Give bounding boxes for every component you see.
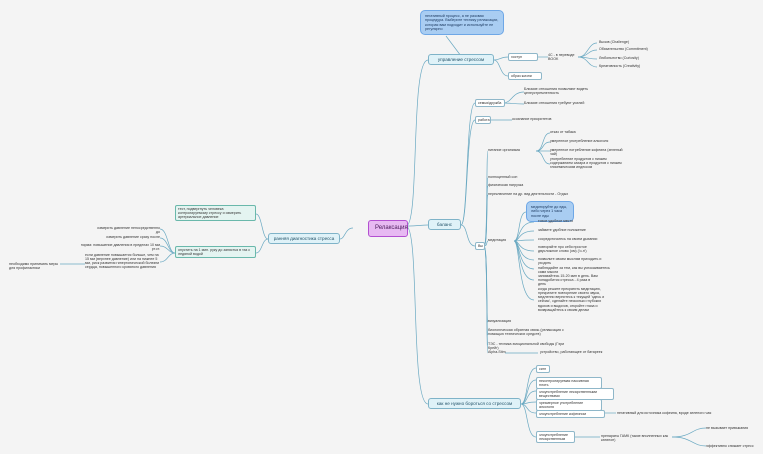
meditation-item-word: повторяйте про себя простое двусложное с… xyxy=(538,245,587,254)
lifestyle-node[interactable]: образ жизни xyxy=(508,72,542,81)
meditation-item-finish: когда решите прекратить медитацию, прекр… xyxy=(538,287,605,312)
hardiness-item-challenge: Вызов (Challenge) xyxy=(599,40,630,44)
pressure-item-before: измерить давление непосредственно до xyxy=(97,226,160,235)
work-item: осознание приоритетов xyxy=(512,117,552,121)
sleep-node[interactable]: полноценный сон xyxy=(488,175,518,179)
caffeine-note: негативный для источника кофеина, вроде … xyxy=(617,411,712,415)
meditation-node[interactable]: медитация xyxy=(488,238,507,242)
branch-stress-management[interactable]: управление стрессом xyxy=(428,54,494,66)
hardiness-item-commitment: Обязательство (Commitment) xyxy=(599,47,648,51)
meditation-item-observe: наблюдайте за тем, как вы успокаиваетесь… xyxy=(538,266,610,275)
branch-wrong-coping[interactable]: как не нужно бороться со стрессом xyxy=(428,398,521,410)
central-topic[interactable]: Релаксация xyxy=(368,220,408,237)
pressure-item-after: измерить давление сразу после xyxy=(106,235,160,239)
wrong-item-5[interactable]: злоупотребление кофеином xyxy=(536,410,605,419)
alpha-stim-item: устройство, работающее от батареек xyxy=(540,350,603,354)
hardiness-acronym: 4C - в переводе BOOK xyxy=(548,53,575,62)
branch-early-diagnosis[interactable]: ранняя диагностика стресса xyxy=(268,233,340,245)
visualization-node[interactable]: визуализация xyxy=(488,319,512,323)
family-item-1: Близкие отношения позволяют видеть целеу… xyxy=(524,87,589,96)
biofeedback-node[interactable]: биологическая обратная связь (релаксация… xyxy=(488,328,564,337)
switch-activity-node[interactable]: переключение на др. вид деятельности - О… xyxy=(488,192,569,196)
pressure-item-norm: норма: повышение давления в пределах 10 … xyxy=(80,243,160,252)
meditation-item-thoughts: позвольте своим мыслям приходить и уходи… xyxy=(538,257,602,266)
work-node[interactable]: работа xyxy=(475,116,491,125)
branch-balance[interactable]: баланс xyxy=(428,219,461,231)
drug-item-2: эффективно снижает стресс xyxy=(706,444,754,448)
wrong-item-1[interactable]: сигн xyxy=(536,365,550,374)
family-node[interactable]: семья/дружба xyxy=(475,99,505,108)
nutrition-item-tobacco: отказ от табака xyxy=(550,130,576,134)
eft-node[interactable]: ТЭС - техника эмоциональной свободы (Гэр… xyxy=(488,342,565,351)
nutrition-node[interactable]: питание организма xyxy=(488,148,520,152)
stress-note-bubble[interactable]: негативный процесс, а не разовая процеду… xyxy=(420,10,504,35)
meditation-item-duration: занимайтесь 15-20 мин в день. Вам понадо… xyxy=(538,274,598,287)
family-item-2: Близкие отношения требуют усилий xyxy=(524,101,585,105)
nutrition-item-sugar: употребление продуктов с низким содержан… xyxy=(550,157,622,170)
drug-note: препараты ГАМК (такие вполненных как кат… xyxy=(601,434,669,443)
nutrition-item-alcohol: умеренное употребление алкоголя xyxy=(550,139,609,143)
meditation-item-position: займите удобное положение xyxy=(538,228,586,232)
hardiness-item-curiosity: Любопытство (Curiosity) xyxy=(599,56,639,60)
nutrition-item-caffeine: умеренное потребление кофеина (зеленый ч… xyxy=(550,148,623,157)
exercise-node[interactable]: физическая нагрузка xyxy=(488,183,524,187)
pressure-item-risk: если давление повышается больше, чем на … xyxy=(85,253,160,270)
hardiness-node[interactable]: хоступ xyxy=(508,53,538,62)
ice-water-test[interactable]: опустить на 1 мин. руку до запястья в та… xyxy=(175,246,256,259)
you-node[interactable]: Вы xyxy=(475,242,485,251)
diagnosis-test[interactable]: тест, подвергнуть человека контролируемо… xyxy=(175,205,256,222)
meditation-item-place: тихое удобное место xyxy=(538,219,574,223)
drug-item-1: не вызывает привыкания xyxy=(706,426,749,430)
meditation-item-breathing: сосредоточьтесь на своем дыхании xyxy=(538,237,598,241)
hardiness-item-creativity: Креативность (Creativity) xyxy=(599,64,641,68)
prevention-advice: необходимо принимать меры для профилакти… xyxy=(9,262,59,271)
alpha-stim-node[interactable]: Alpha-Stim xyxy=(488,350,506,354)
wrong-item-6[interactable]: злоупотребление лекарственным xyxy=(536,431,575,444)
meditation-note-bubble[interactable]: медитируйте до еды, либо через 1 часа по… xyxy=(526,201,574,222)
